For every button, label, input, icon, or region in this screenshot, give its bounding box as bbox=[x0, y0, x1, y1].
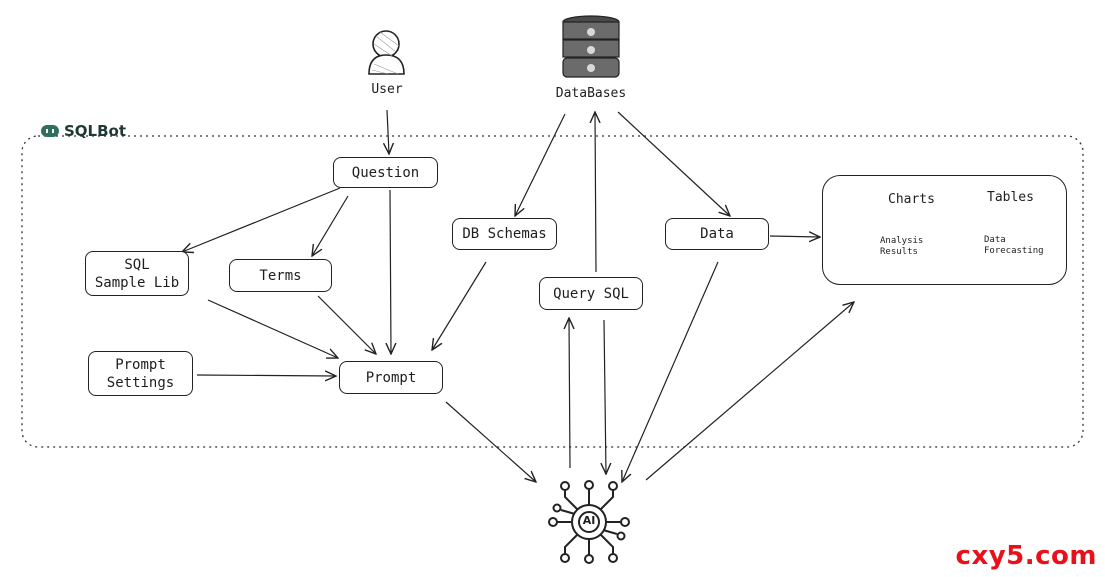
data-forecasting-label: Data Forecasting bbox=[984, 235, 1044, 256]
charts-label: Charts bbox=[888, 192, 935, 207]
sqlbot-brand: SQLBot bbox=[40, 122, 126, 140]
tables-label: Tables bbox=[987, 190, 1034, 205]
databases-label: DataBases bbox=[555, 86, 627, 101]
user-label: User bbox=[371, 82, 403, 97]
outputs-panel bbox=[822, 175, 1067, 285]
watermark: cxy5.com bbox=[955, 541, 1097, 571]
terms-node[interactable]: Terms bbox=[229, 259, 332, 292]
question-node[interactable]: Question bbox=[333, 157, 438, 188]
sqlbot-boundary bbox=[21, 135, 1084, 448]
sql-sample-lib-node[interactable]: SQL Sample Lib bbox=[85, 251, 189, 296]
ai-chip-icon bbox=[548, 480, 630, 564]
database-icon bbox=[562, 15, 620, 78]
prompt-settings-node[interactable]: Prompt Settings bbox=[88, 351, 193, 396]
sqlbot-logo-icon bbox=[41, 125, 59, 137]
sqlbot-title: SQLBot bbox=[64, 122, 127, 140]
flow-arrows bbox=[182, 109, 854, 482]
query-sql-node[interactable]: Query SQL bbox=[539, 277, 643, 310]
db-schemas-node[interactable]: DB Schemas bbox=[452, 218, 557, 250]
prompt-node[interactable]: Prompt bbox=[339, 361, 443, 394]
user-icon bbox=[368, 30, 405, 75]
ai-label: AI bbox=[582, 514, 596, 527]
analysis-results-label: Analysis Results bbox=[880, 236, 924, 257]
data-node[interactable]: Data bbox=[665, 218, 769, 250]
